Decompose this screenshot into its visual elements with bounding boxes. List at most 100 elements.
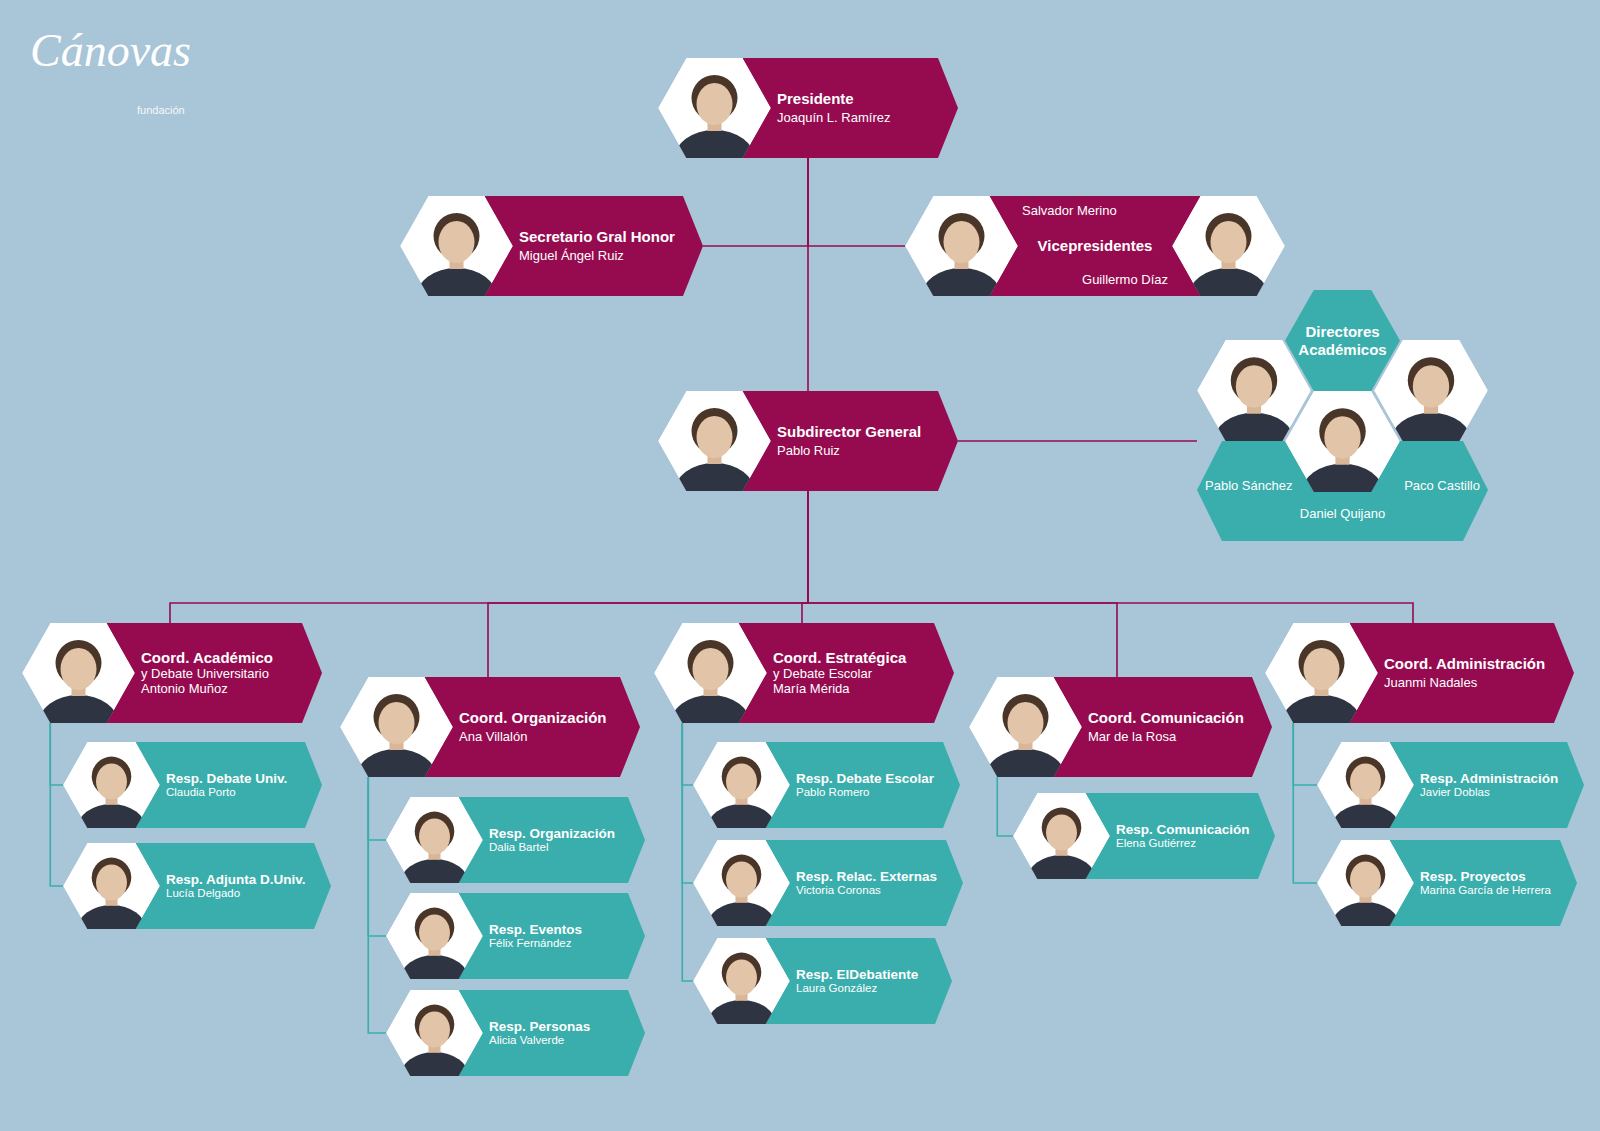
portrait-shoulders bbox=[707, 1000, 777, 1052]
role-subtitle: y Debate Universitario bbox=[141, 667, 273, 682]
role-title: Resp. Personas bbox=[489, 1019, 590, 1035]
portrait-hexagon bbox=[1013, 793, 1110, 907]
portrait-face bbox=[439, 221, 475, 263]
role-box-teal: Resp. AdministraciónJavier Doblas bbox=[1317, 742, 1584, 828]
role-box: Coord. Académicoy Debate UniversitarioAn… bbox=[22, 623, 322, 723]
role-title: Resp. Debate Escolar bbox=[796, 771, 934, 787]
text-column: Resp. Debate Univ.Claudia Porto bbox=[166, 742, 287, 828]
role-title: Coord. Comunicación bbox=[1088, 709, 1244, 726]
portrait-face bbox=[1211, 221, 1247, 263]
role-box: PresidenteJoaquín L. Ramírez bbox=[658, 58, 958, 158]
text-column: Coord. AdministraciónJuanmi Nadales bbox=[1384, 623, 1545, 723]
org-connector bbox=[1293, 723, 1317, 785]
portrait-face bbox=[1324, 416, 1360, 458]
org-connector bbox=[997, 777, 1013, 836]
portrait-face bbox=[726, 960, 757, 996]
portrait-hexagon bbox=[340, 677, 453, 809]
text-column: Subdirector GeneralPablo Ruiz bbox=[777, 391, 921, 491]
portrait-hexagon bbox=[63, 843, 160, 957]
org-connector bbox=[682, 723, 693, 785]
portrait-shoulders bbox=[1213, 413, 1295, 474]
text-column: Resp. ElDebatienteLaura González bbox=[796, 938, 918, 1024]
org-connector bbox=[50, 723, 63, 886]
role-title: Coord. Estratégica bbox=[773, 649, 906, 666]
person-name: Paco Castillo bbox=[1380, 476, 1480, 496]
portrait-shoulders bbox=[674, 463, 755, 523]
portrait-face bbox=[1046, 815, 1077, 851]
text-column: PresidenteJoaquín L. Ramírez bbox=[777, 58, 890, 158]
portrait-hexagon bbox=[969, 677, 1082, 809]
org-connector bbox=[807, 158, 809, 391]
role-title: Subdirector General bbox=[777, 423, 921, 440]
portrait-shoulders bbox=[1027, 855, 1097, 907]
portrait-hexagon bbox=[693, 938, 790, 1052]
portrait-hexagon bbox=[658, 58, 771, 190]
role-box: Secretario Gral HonorMiguel Ángel Ruiz bbox=[400, 196, 703, 296]
role-box: Salvador MerinoVicepresidentesGuillermo … bbox=[905, 196, 1285, 296]
portrait-hexagon bbox=[1285, 391, 1400, 524]
portrait-face bbox=[1413, 365, 1449, 407]
person-name: Alicia Valverde bbox=[489, 1034, 590, 1047]
role-box-teal: Resp. Debate Univ.Claudia Porto bbox=[63, 742, 322, 828]
role-box-teal: Resp. ComunicaciónElena Gutiérrez bbox=[1013, 793, 1275, 879]
person-name: Javier Doblas bbox=[1420, 786, 1558, 799]
role-title: Resp. Organización bbox=[489, 826, 615, 842]
text-column: Coord. Académicoy Debate UniversitarioAn… bbox=[141, 623, 273, 723]
person-name: Pablo Sánchez bbox=[1205, 476, 1305, 496]
person-name: Félix Fernández bbox=[489, 937, 582, 950]
portrait-face bbox=[726, 862, 757, 898]
portrait-hexagon bbox=[22, 623, 135, 755]
role-box: Subdirector GeneralPablo Ruiz bbox=[658, 391, 958, 491]
role-box-teal: Resp. OrganizaciónDalia Bartel bbox=[386, 797, 645, 883]
logo-subtitle: fundación bbox=[137, 104, 185, 116]
role-title: Resp. Comunicación bbox=[1116, 822, 1250, 838]
portrait-face bbox=[379, 702, 415, 744]
role-title: Resp. Proyectos bbox=[1420, 869, 1551, 885]
role-box-teal: Resp. Relac. ExternasVictoria Coronas bbox=[693, 840, 963, 926]
portrait-hexagon bbox=[386, 990, 483, 1104]
text-column: Coord. ComunicaciónMar de la Rosa bbox=[1088, 677, 1244, 777]
group-title: Directores Académicos bbox=[1289, 290, 1396, 391]
portrait-shoulders bbox=[77, 905, 147, 957]
org-connector bbox=[682, 723, 693, 981]
portrait-face bbox=[726, 764, 757, 800]
portrait-shoulders bbox=[416, 268, 497, 328]
role-shape bbox=[969, 677, 1272, 777]
org-connector bbox=[368, 777, 386, 1033]
portrait-hexagon bbox=[386, 893, 483, 1007]
role-shape bbox=[658, 58, 958, 158]
portrait-shoulders bbox=[1188, 268, 1269, 328]
portrait-face bbox=[944, 221, 980, 263]
portrait-face bbox=[693, 648, 729, 690]
portrait-hexagon bbox=[905, 196, 1018, 328]
org-connector bbox=[368, 777, 386, 936]
org-connector bbox=[808, 158, 905, 246]
text-column: Resp. Adjunta D.Univ.Lucía Delgado bbox=[166, 843, 306, 929]
role-title: Resp. Debate Univ. bbox=[166, 771, 287, 787]
person-name: Marina García de Herrera bbox=[1420, 884, 1551, 897]
org-connector bbox=[802, 491, 808, 623]
person-name: Ana Villalón bbox=[459, 730, 607, 745]
portrait-shoulders bbox=[1331, 902, 1401, 954]
portrait-hexagon bbox=[63, 742, 160, 856]
portrait-face bbox=[1350, 862, 1381, 898]
role-box-teal: Resp. EventosFélix Fernández bbox=[386, 893, 645, 979]
portrait-face bbox=[697, 83, 733, 125]
text-column: Resp. ProyectosMarina García de Herrera bbox=[1420, 840, 1551, 926]
text-column: Resp. ComunicaciónElena Gutiérrez bbox=[1116, 793, 1250, 879]
role-title: Coord. Administración bbox=[1384, 655, 1545, 672]
portrait-shoulders bbox=[921, 268, 1002, 328]
portrait-face bbox=[96, 764, 127, 800]
org-connector bbox=[368, 777, 386, 840]
portrait-hexagon bbox=[654, 623, 767, 755]
person-name: Daniel Quijano bbox=[1197, 504, 1488, 524]
text-column: Resp. PersonasAlicia Valverde bbox=[489, 990, 590, 1076]
role-title: Resp. Adjunta D.Univ. bbox=[166, 872, 306, 888]
role-box-teal: Resp. ProyectosMarina García de Herrera bbox=[1317, 840, 1577, 926]
role-title: Resp. ElDebatiente bbox=[796, 967, 918, 983]
role-shape bbox=[658, 391, 958, 491]
role-title: Coord. Organización bbox=[459, 709, 607, 726]
portrait-face bbox=[61, 648, 97, 690]
portrait-hexagon bbox=[693, 840, 790, 954]
